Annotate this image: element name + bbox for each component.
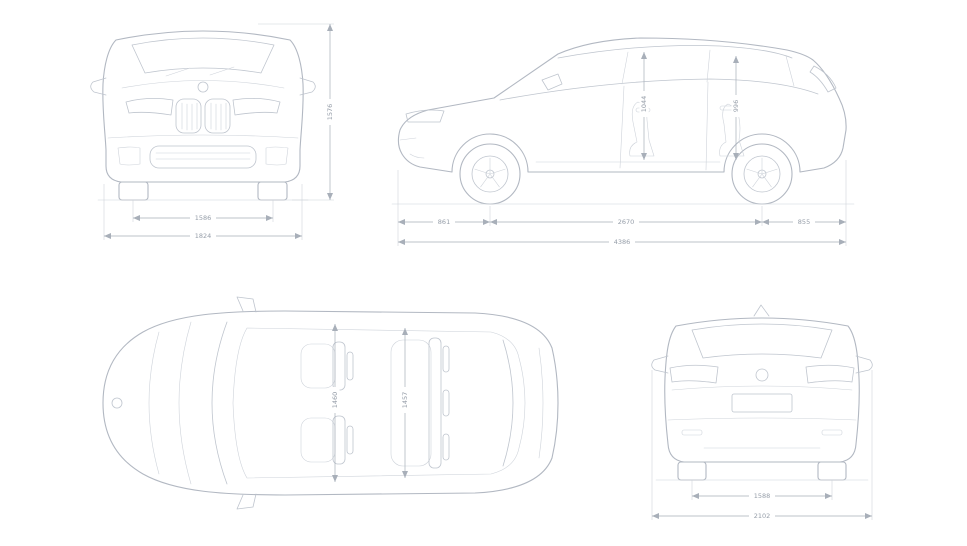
hood-arcs [148, 321, 192, 485]
dim-rear-track-value: 1588 [754, 492, 771, 500]
dim-overall-height-value: 1576 [326, 104, 334, 121]
dim-overall-width-mirrors: 2102 [749, 511, 775, 521]
rear-right-tire [817, 461, 847, 481]
pillars [621, 49, 795, 87]
side-view: 1044 996 861 2670 855 [391, 37, 855, 247]
right-reflector [821, 429, 843, 436]
front-body-outline [102, 30, 304, 183]
rear-left-tire [677, 461, 707, 481]
side-mirror [541, 73, 563, 91]
kidney-grille [175, 98, 231, 134]
rear-wheel [731, 143, 793, 205]
side-mirrors [90, 77, 316, 96]
intake-slats [155, 152, 251, 160]
dim-interior-width-front: 1460 [330, 387, 340, 413]
dim-rear-track: 1588 [749, 491, 775, 501]
side-dimensions: 1044 996 861 2670 855 [397, 52, 847, 247]
roof-inner-line [557, 45, 793, 59]
rear-seat-ghost [719, 103, 745, 157]
top-car-art [102, 296, 559, 510]
dim-overall-length: 4386 [609, 237, 635, 247]
dim-interior-height-front-value: 1044 [640, 96, 648, 113]
hood-crease [121, 80, 285, 89]
front-wheel [459, 143, 521, 205]
license-plate [731, 393, 793, 413]
front-bumper-details [399, 137, 425, 159]
taillight [809, 65, 837, 93]
dim-overall-height: 1576 [325, 99, 335, 125]
bmw-roundel-icon [111, 397, 123, 409]
dim-front-overhang: 861 [433, 217, 455, 227]
dim-front-overhang-value: 861 [438, 218, 450, 226]
taillights [669, 364, 855, 384]
left-reflector [681, 429, 703, 436]
rear-window [691, 323, 833, 359]
rear-car-art [651, 304, 873, 481]
headlights [125, 98, 281, 116]
front-dimensions: 1576 1586 1824 [103, 23, 335, 241]
dim-overall-width-value: 1824 [195, 232, 212, 240]
antenna-fin [753, 304, 770, 317]
dim-interior-height-front: 1044 [639, 91, 649, 117]
side-intakes [117, 146, 289, 166]
top-mirrors [236, 296, 257, 510]
side-car-art [391, 37, 855, 205]
front-car-art [90, 30, 316, 201]
roof-outline [232, 327, 526, 479]
dim-interior-width-rear: 1457 [400, 387, 410, 413]
dim-rear-overhang: 855 [793, 217, 815, 227]
rear-view: 1588 2102 [651, 304, 873, 521]
front-view: 1576 1586 1824 [90, 23, 335, 241]
rear-window-arc [502, 339, 514, 467]
top-dimensions: 1460 1457 [330, 324, 410, 482]
rear-body-outline [664, 317, 860, 463]
dim-interior-width-front-value: 1460 [331, 392, 339, 409]
rear-dimensions: 1588 2102 [651, 370, 873, 521]
dim-interior-height-rear-value: 996 [732, 100, 740, 112]
front-right-tire [257, 181, 288, 201]
door-seams [619, 81, 709, 171]
belt-line [499, 78, 819, 101]
front-seats [300, 341, 354, 465]
dim-interior-width-rear-value: 1457 [401, 392, 409, 409]
side-mirrors [651, 355, 873, 374]
dim-front-track: 1586 [190, 213, 216, 223]
headlight [405, 109, 445, 123]
windshield [131, 37, 275, 74]
lower-intake [149, 145, 257, 169]
dim-wheelbase: 2670 [613, 217, 639, 227]
top-body-outline [102, 310, 559, 496]
tailgate-arc [538, 347, 544, 459]
bumper-line [107, 134, 299, 139]
dim-front-track-value: 1586 [195, 214, 212, 222]
wipers [165, 66, 235, 77]
front-left-tire [118, 181, 149, 201]
tailgate-line [671, 385, 853, 391]
dim-overall-length-value: 4386 [614, 238, 631, 246]
dim-overall-width-mirrors-value: 2102 [754, 512, 771, 520]
side-body-outline [397, 37, 847, 173]
dim-overall-width: 1824 [190, 231, 216, 241]
dim-rear-overhang-value: 855 [798, 218, 810, 226]
bumper-line [667, 417, 857, 421]
windshield-arc [211, 321, 228, 485]
top-view: 1460 1457 [102, 296, 559, 510]
bmw-roundel-icon [755, 368, 769, 382]
dim-interior-height-rear: 996 [731, 95, 741, 117]
bmw-roundel-icon [197, 81, 209, 93]
rear-bench [390, 337, 450, 469]
dim-wheelbase-value: 2670 [618, 218, 635, 226]
